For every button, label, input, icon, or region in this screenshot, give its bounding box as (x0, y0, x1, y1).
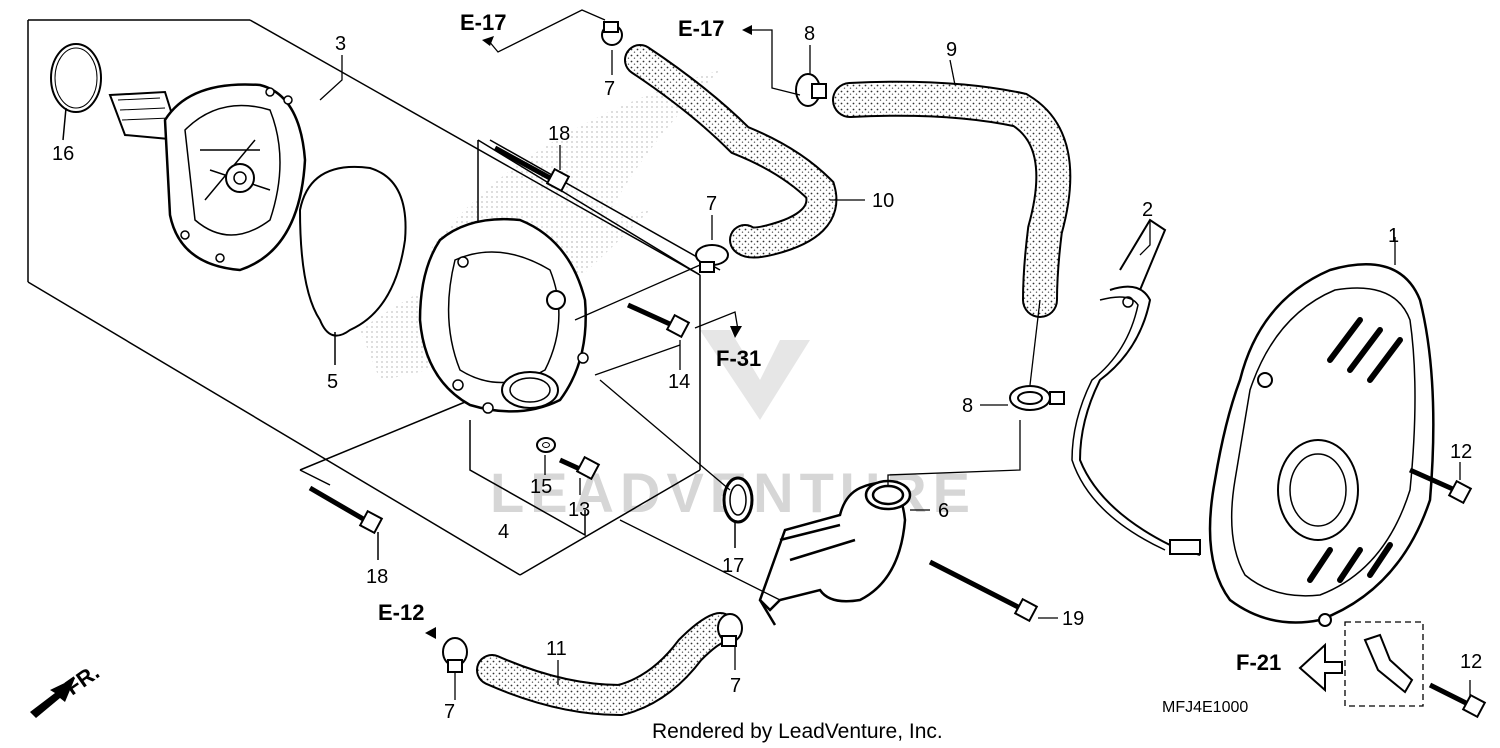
arrow-e12-icon (425, 627, 436, 639)
reference-labels: E-17 E-17 F-31 E-12 F-21 FR. (61, 10, 1282, 700)
label-part-4: 4 (498, 521, 509, 543)
label-part-18-lower: 18 (366, 566, 388, 588)
bolt-18-upper (493, 145, 571, 193)
label-part-8-top: 8 (804, 23, 815, 45)
label-part-16: 16 (52, 143, 74, 165)
leader-lines (319, 9, 1471, 700)
ref-f31: F-31 (716, 346, 761, 371)
label-part-3: 3 (335, 33, 346, 55)
label-part-11: 11 (546, 638, 567, 660)
pump-cover-4 (418, 217, 589, 414)
part-labels: 3 16 18 7 8 9 7 10 2 1 5 14 8 12 15 6 13… (52, 23, 1482, 723)
diagram-code: MFJ4E1000 (1162, 699, 1248, 716)
label-part-9: 9 (946, 39, 957, 61)
label-part-1: 1 (1388, 225, 1399, 247)
water-pipe-6 (758, 479, 912, 626)
arrow-e17-left-icon (482, 36, 494, 46)
label-part-12-lower: 12 (1460, 651, 1482, 673)
gasket-2 (1071, 218, 1201, 556)
bolt-13 (558, 455, 601, 481)
ref-e12: E-12 (378, 600, 424, 625)
bolt-19 (928, 559, 1039, 623)
cover-1 (1169, 263, 1435, 627)
credit-text: Rendered by LeadVenture, Inc. (652, 720, 943, 743)
bolt-14 (626, 302, 691, 339)
arrow-f21-icon (1298, 642, 1343, 693)
label-part-12-upper: 12 (1450, 441, 1472, 463)
label-part-7-lower-left: 7 (444, 701, 455, 723)
label-part-7-lower-right: 7 (730, 675, 741, 697)
dashed-detail-box (1344, 621, 1424, 707)
bolt-12-lower (1428, 682, 1487, 719)
label-part-18-upper: 18 (548, 123, 570, 145)
clamp-8-lower (1009, 385, 1065, 411)
arrow-f31-icon (730, 326, 742, 338)
bolt-12-upper (1408, 467, 1473, 505)
arrows (425, 25, 752, 639)
ref-f21: F-21 (1236, 650, 1281, 675)
label-part-6: 6 (938, 500, 949, 522)
hose-10 (624, 44, 838, 259)
front-direction-arrow-icon (30, 678, 75, 718)
label-part-15: 15 (530, 476, 552, 498)
label-part-14: 14 (668, 371, 690, 393)
ref-e17-left: E-17 (460, 10, 506, 35)
arrow-e17-right-icon (742, 25, 752, 35)
label-part-17: 17 (722, 555, 744, 577)
clamp-8-top (795, 73, 827, 107)
clamp-7-lower-left (442, 637, 468, 673)
washer-15 (536, 437, 556, 453)
o-ring-17 (722, 476, 754, 548)
label-part-8-lower: 8 (962, 395, 973, 417)
label-part-2: 2 (1142, 199, 1153, 221)
label-part-19: 19 (1062, 608, 1084, 630)
water-pump-3 (108, 83, 307, 272)
clamp-7-middle (695, 244, 729, 273)
label-part-7-middle: 7 (706, 193, 717, 215)
label-part-13: 13 (568, 499, 590, 521)
ref-e17-right: E-17 (678, 16, 724, 41)
o-ring-16 (50, 43, 102, 141)
label-part-10: 10 (872, 190, 894, 212)
bolt-18-lower (308, 485, 384, 560)
gasket-5 (298, 166, 407, 365)
label-part-5: 5 (327, 371, 338, 393)
hose-11 (476, 612, 736, 717)
clamp-7-lower-right (717, 613, 743, 647)
label-part-7-top: 7 (604, 78, 615, 100)
hose-9 (832, 80, 1072, 318)
clamp-7-top (601, 21, 623, 46)
